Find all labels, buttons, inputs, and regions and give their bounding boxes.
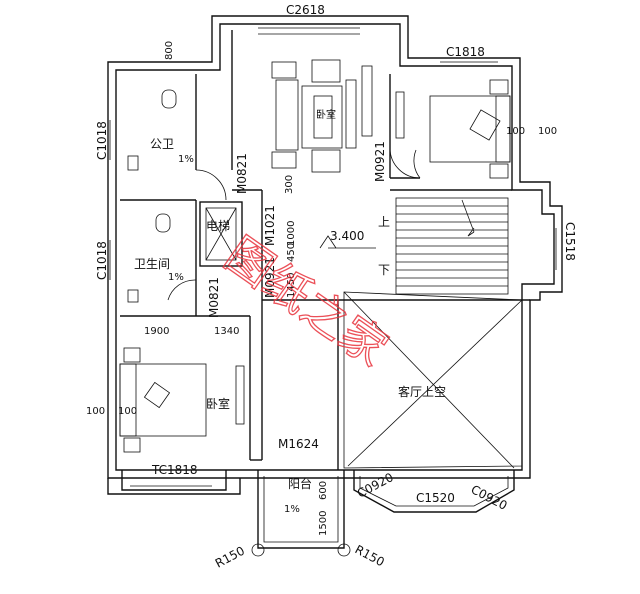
dim-1500: 1500 — [318, 511, 329, 536]
tag-bay-center: C1520 — [416, 491, 455, 505]
tag-door-m1021: M1021 — [263, 205, 277, 246]
label-public-bath: 公卫 — [150, 137, 174, 151]
dim-600: 600 — [318, 481, 329, 500]
dim-100-c: 100 — [86, 406, 105, 417]
staircase — [395, 197, 509, 295]
dim-100-a: 100 — [506, 126, 525, 137]
radius-left: R150 — [213, 544, 247, 571]
tag-door-public-bath: M0821 — [235, 153, 249, 194]
bedroom-bed — [119, 347, 245, 453]
tag-door-master: M0921 — [373, 141, 387, 182]
tag-door-bath: M0821 — [207, 277, 221, 318]
slope-3: 1% — [284, 504, 300, 515]
label-bedroom: 卧室 — [206, 396, 230, 411]
slope-2: 1% — [168, 272, 184, 283]
elevator-shaft — [205, 207, 237, 261]
level-marker — [319, 235, 376, 249]
label-living-void: 客厅上空 — [398, 384, 446, 399]
tag-bottom-window: TC1818 — [151, 463, 198, 477]
balcony-outline — [251, 470, 351, 557]
label-bathroom: 卫生间 — [134, 257, 170, 271]
tag-top-window: C2618 — [286, 3, 325, 17]
tag-left-window-1: C1018 — [95, 121, 109, 160]
void-diagonals — [343, 291, 523, 469]
dim-300: 300 — [284, 175, 295, 194]
tag-right-window: C1518 — [563, 222, 577, 261]
dim-1340: 1340 — [214, 326, 239, 337]
label-stairs-up: 上 — [378, 215, 390, 229]
label-balcony: 阳台 — [288, 476, 312, 491]
door-swings — [167, 147, 421, 301]
bath-fixtures — [127, 89, 177, 303]
window-strips — [109, 27, 557, 487]
bay-window — [353, 470, 515, 513]
label-master-tag: 卧室 — [316, 108, 336, 121]
master-bed — [361, 65, 511, 179]
dim-450: 450 — [286, 243, 297, 262]
tag-upper-right-window: C1818 — [446, 45, 485, 59]
dim-1450: 1450 — [286, 273, 297, 298]
tag-bay-right: C0920 — [469, 482, 510, 513]
exterior-walls — [107, 15, 563, 495]
label-level: 3.400 — [330, 229, 364, 243]
dim-1900: 1900 — [144, 326, 169, 337]
tag-left-window-2: C1018 — [95, 241, 109, 280]
watermark-text: 图纸之家 — [216, 227, 398, 377]
tag-door-elevator: M0921 — [263, 257, 277, 298]
label-elevator: 电梯 — [206, 219, 230, 233]
dim-100-b: 100 — [538, 126, 557, 137]
radius-right: R150 — [353, 542, 387, 569]
room-labels: 公卫 卫生间 电梯 卧室 阳台 客厅上空 上 下 卧室 3.400 1% 1% … — [134, 108, 446, 515]
slope-1: 1% — [178, 154, 194, 165]
tag-door-balcony: M1624 — [278, 437, 319, 451]
label-stairs-down: 下 — [378, 263, 390, 277]
dim-1000: 1000 — [286, 221, 297, 246]
sofa-set — [271, 59, 357, 173]
dim-100-d: 100 — [118, 406, 137, 417]
dim-800: 800 — [164, 41, 175, 60]
